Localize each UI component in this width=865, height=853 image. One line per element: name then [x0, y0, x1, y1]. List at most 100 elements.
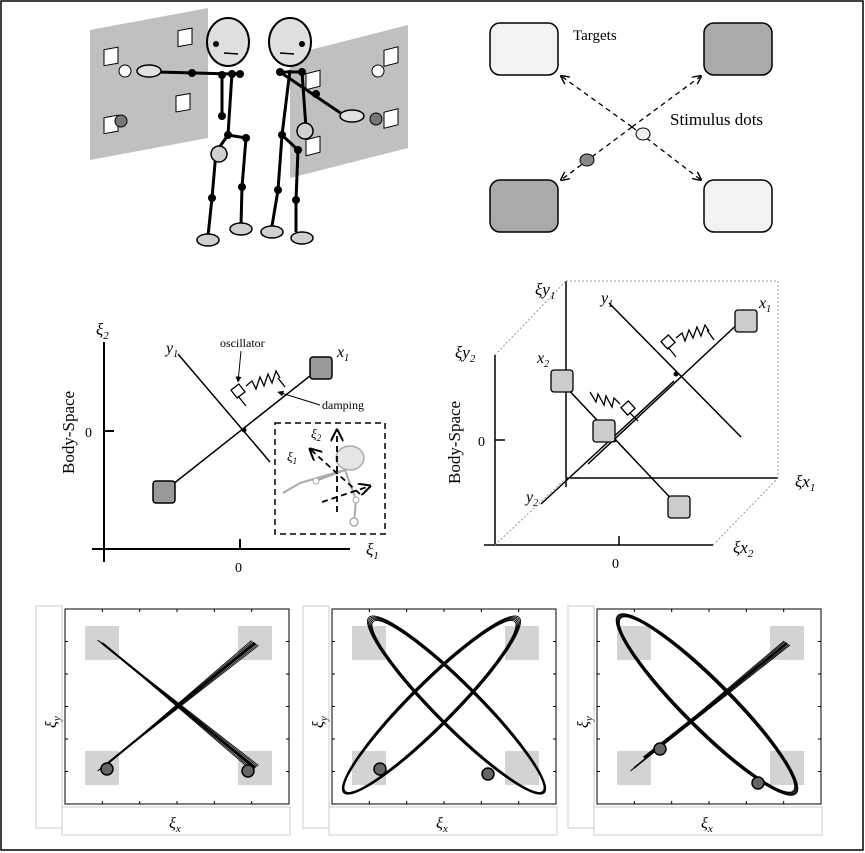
arrow-to-top-left — [561, 76, 633, 128]
b-inset-xi1-label: ξ1 — [287, 449, 297, 466]
b-y1-axis — [177, 353, 271, 463]
c-xx1-label: ξx1 — [795, 472, 815, 494]
arrow-to-bottom-right — [631, 126, 701, 180]
b-x1-label: x1 — [336, 344, 349, 364]
xlabel-box — [593, 806, 823, 836]
right-figure-foot-2 — [290, 231, 314, 245]
target-square-1 — [352, 626, 386, 660]
b-inset-xi2-label: ξ2 — [311, 426, 322, 443]
trajectory-xlabel: ξx — [169, 815, 181, 835]
xlabel-box — [61, 806, 291, 836]
trajectory-traces — [97, 639, 259, 772]
b-oscillator — [230, 383, 246, 399]
left-wall-targets — [103, 27, 193, 135]
trajectory-xlabel: ξx — [701, 815, 713, 835]
right-figure-knee — [296, 122, 314, 140]
left-wall-dot-light — [118, 64, 132, 78]
b-inset-joint-1 — [312, 477, 320, 485]
trajectory-xlabel: ξx — [436, 815, 448, 835]
end-dot-1 — [100, 762, 114, 776]
b-x-axis-label: ξ1 — [366, 540, 379, 562]
c-diag-2 — [712, 477, 779, 546]
end-dot-2 — [241, 764, 255, 778]
right-figure-head — [268, 17, 312, 67]
b-y1-label: y1 — [164, 340, 178, 360]
end-dot-2 — [481, 767, 495, 781]
b-inset-xi1-arrow — [310, 449, 361, 495]
right-wall-dot-dark — [369, 112, 383, 126]
ylabel-box — [35, 605, 63, 829]
targets-diagram: Targets Stimulus dots — [489, 22, 773, 233]
stimulus-dots-label: Stimulus dots — [670, 110, 763, 129]
c-oscillator-1 — [660, 334, 676, 350]
left-figure-foot-2 — [229, 222, 253, 236]
c-y1-label: y1 — [599, 290, 613, 310]
right-figure-hand — [339, 109, 365, 123]
ylabel-box — [302, 605, 330, 829]
c-spring-1 — [675, 323, 710, 343]
left-figure-hand — [136, 64, 162, 78]
trajectory-ylabel: ξy — [43, 716, 63, 728]
ylabel-box — [567, 605, 595, 829]
end-dot-2 — [751, 776, 765, 790]
right-stick-figure — [270, 69, 343, 232]
stick-figures-illustration — [90, 8, 408, 247]
left-figure-mouth — [223, 52, 239, 55]
c-x-zero-label: 0 — [612, 557, 619, 572]
left-figure-joints — [188, 69, 250, 202]
right-figure-mouth — [279, 52, 295, 55]
targets-label: Targets — [573, 28, 617, 44]
c-oscillator-2 — [620, 400, 636, 416]
b-oscillator-label: oscillator — [220, 336, 265, 350]
trajectory-ylabel: ξy — [575, 716, 595, 728]
trajectory-panel-3: ξx ξy — [567, 605, 823, 836]
left-figure-knee — [210, 145, 228, 163]
right-wall-targets — [305, 46, 399, 157]
left-figure-head — [206, 17, 250, 67]
b-target-upper — [309, 356, 333, 380]
trajectory-ylabel: ξy — [310, 716, 330, 728]
c-target-2 — [550, 369, 574, 393]
left-wall-dot-dark — [114, 114, 128, 128]
b-inset-cross-arrow — [321, 486, 370, 503]
b-damping-pointer — [277, 390, 321, 406]
c-diag-1 — [494, 280, 567, 356]
c-target-1 — [734, 309, 758, 333]
c-y2-label: y2 — [524, 489, 538, 509]
stimulus-dot-dark — [579, 153, 595, 167]
target-square-4 — [770, 751, 804, 785]
b-target-lower — [152, 480, 176, 504]
target-bottom-right — [703, 179, 773, 233]
trajectory-panel-2: ξx ξy — [302, 605, 558, 836]
c-y1-axis — [608, 302, 742, 438]
b-inset-hand — [349, 517, 359, 527]
b-inset-box — [274, 422, 386, 535]
end-dot-1 — [373, 762, 387, 776]
b-y-zero-label: 0 — [85, 426, 92, 441]
target-top-left — [489, 22, 559, 76]
c-xy2-label: ξy2 — [455, 343, 476, 365]
target-top-right — [703, 22, 773, 76]
trajectory-traces — [341, 615, 547, 795]
c-spring-2 — [589, 391, 621, 409]
body-space-2d-diagram: ξ2 ξ1 0 0 Body-Space oscillator damping … — [59, 320, 386, 576]
left-figure-foot-1 — [196, 233, 220, 247]
b-spring-link — [277, 377, 286, 388]
stimulus-dot-light — [635, 127, 651, 141]
c-target-4 — [667, 495, 691, 519]
trajectory-panels: ξx ξy ξx ξy ξx ξy — [35, 605, 823, 836]
c-xy1-label: ξy1 — [535, 280, 555, 302]
c-x1-label: x1 — [758, 295, 771, 315]
xlabel-box — [328, 806, 558, 836]
trajectory-panel-1: ξx ξy — [35, 605, 291, 836]
b-y-axis-label: ξ2 — [96, 320, 109, 342]
c-x2-axis — [562, 383, 681, 509]
b-inset-head — [335, 445, 365, 471]
c-target-3 — [592, 419, 616, 443]
b-oscillator-pointer — [235, 350, 242, 383]
b-spring — [245, 369, 281, 391]
b-center-dot — [241, 427, 247, 433]
b-damping-label: damping — [322, 398, 364, 412]
